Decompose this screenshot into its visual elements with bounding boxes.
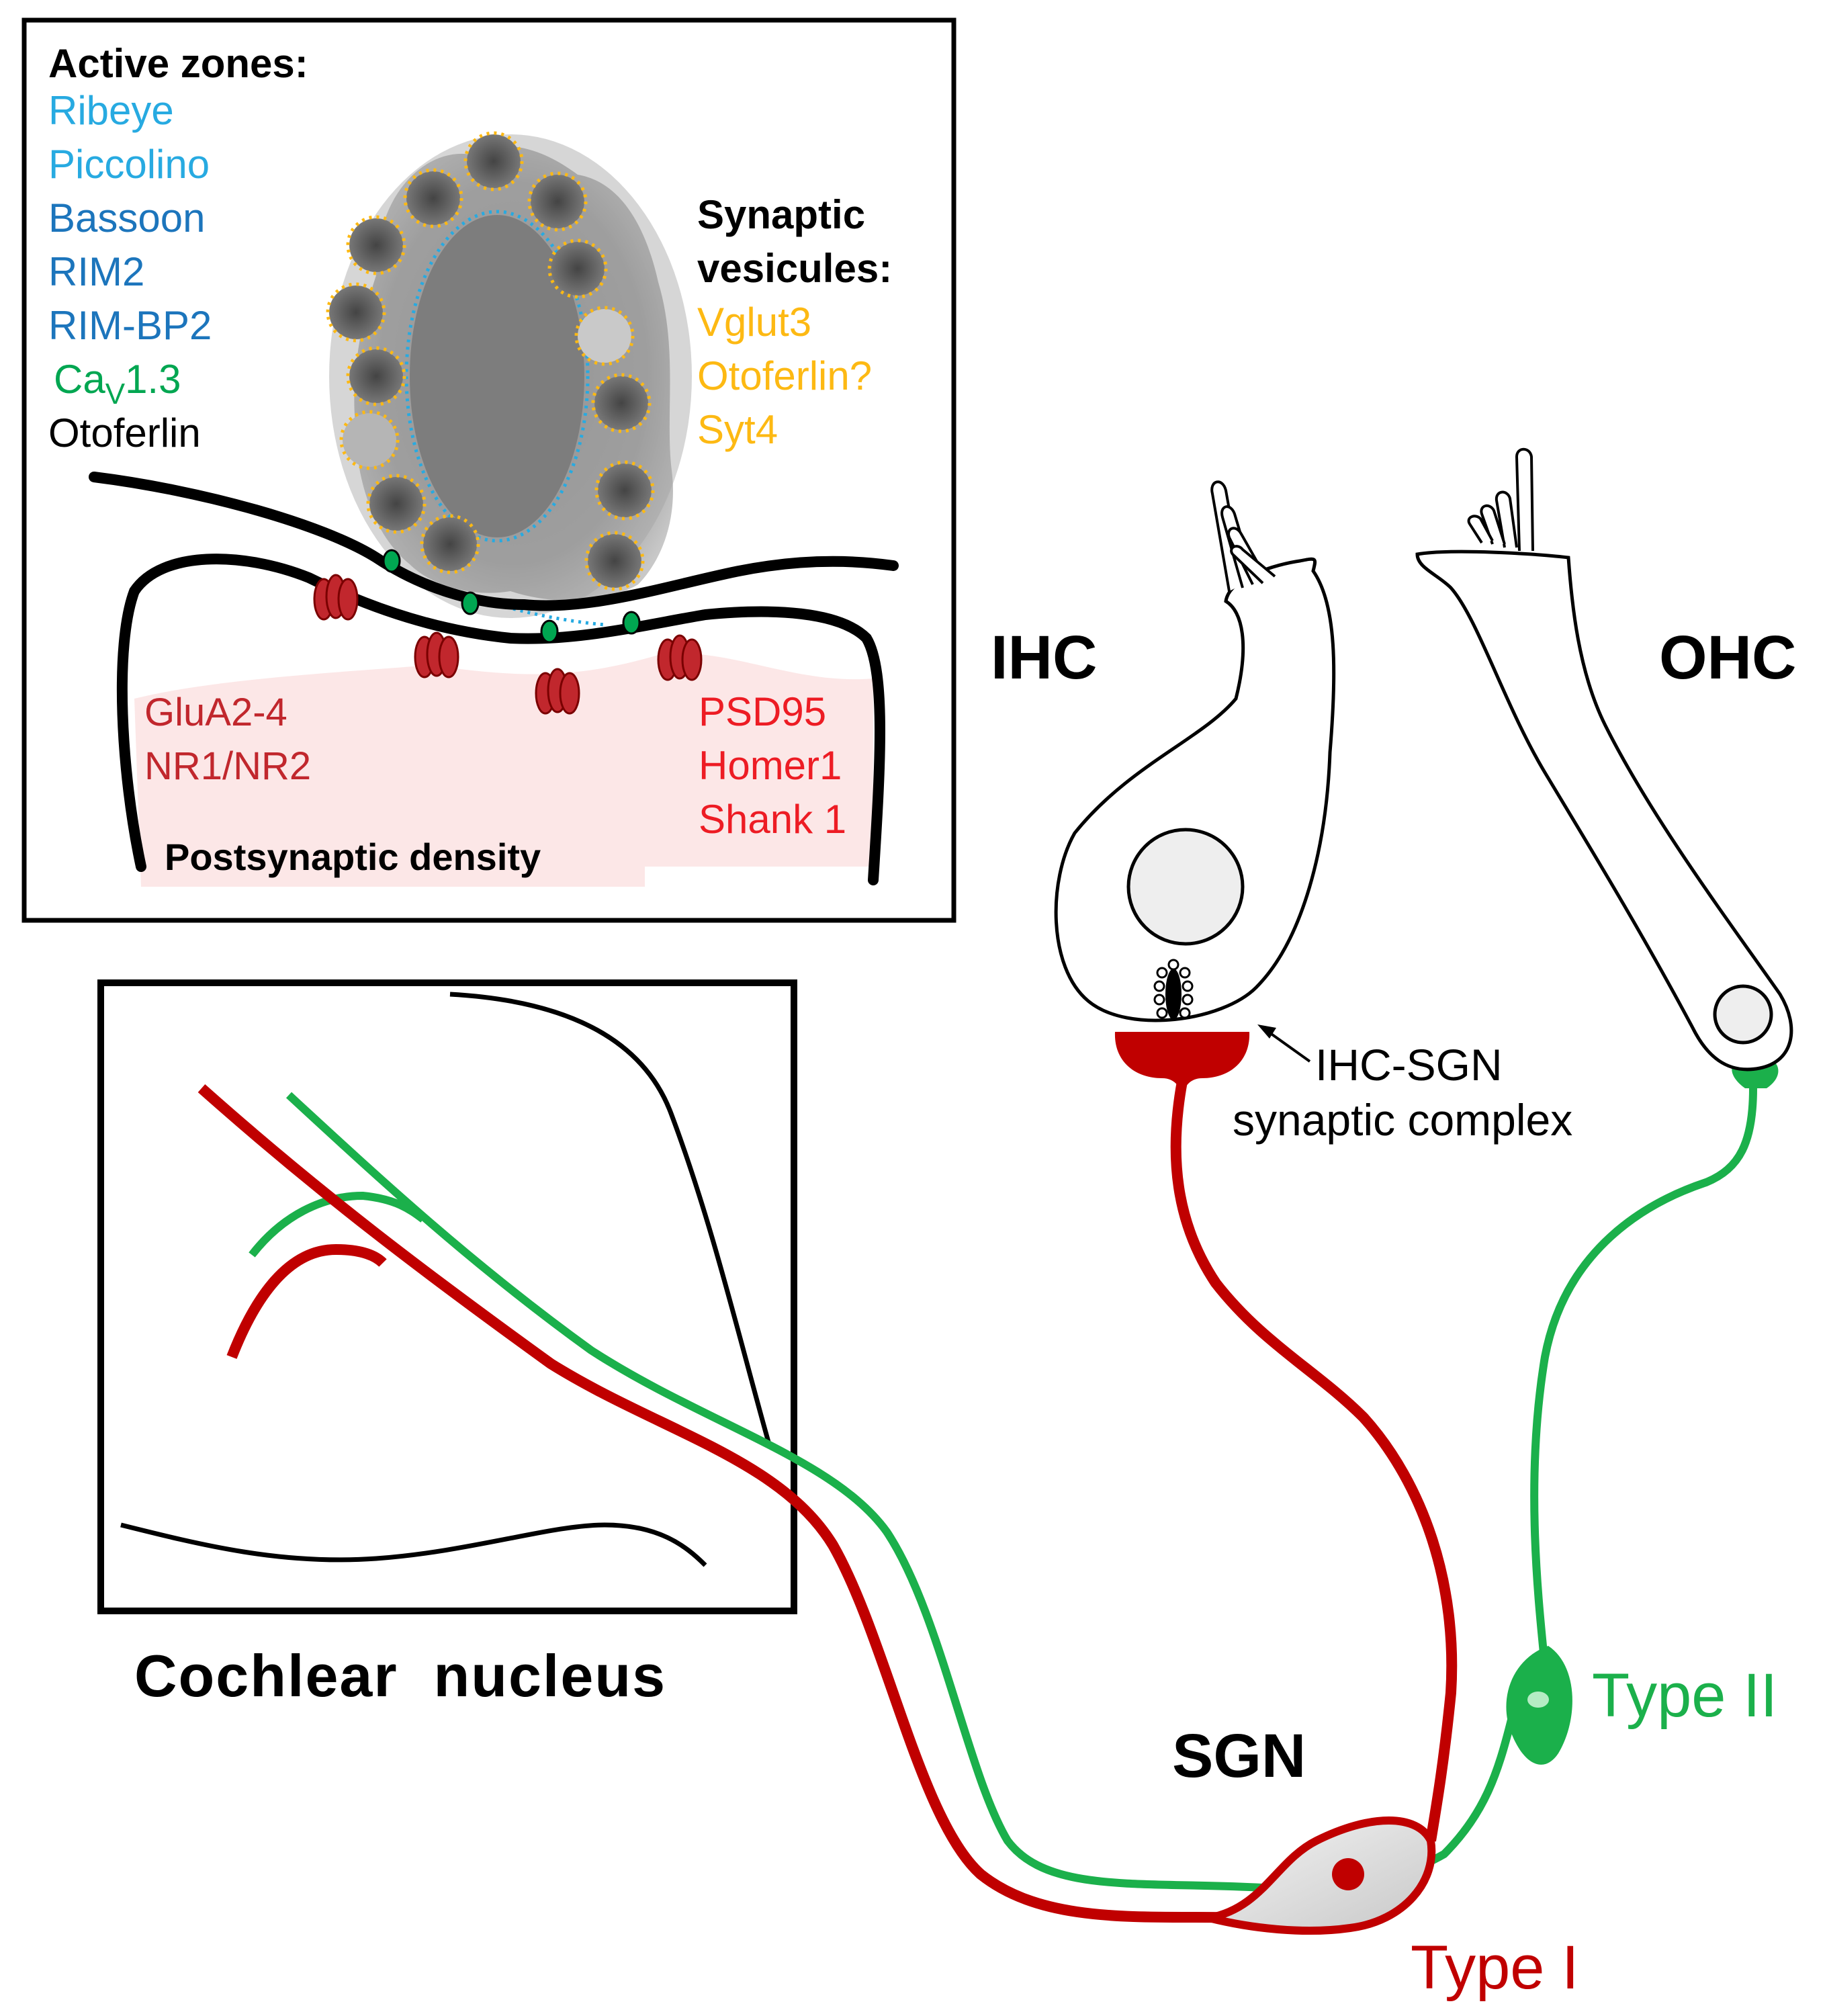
ihc-nucleus <box>1126 828 1245 946</box>
cochlear-nucleus-frame <box>97 979 797 1614</box>
type-i-terminal-bouton <box>1114 1032 1250 1102</box>
synaptic-complex-callout: IHC-SGN synaptic complex <box>1233 1024 1572 1145</box>
synaptic-vesicles <box>326 131 655 591</box>
receptor-item: GluA2-4 <box>144 691 287 734</box>
active-zone-item: Otoferlin <box>48 410 201 455</box>
ohc-label: OHC <box>1659 623 1796 692</box>
type-ii-central-axon <box>285 1092 1515 1892</box>
inner-hair-cell: IHC <box>991 480 1336 1022</box>
active-zone-item: Piccolino <box>48 142 210 187</box>
cav13-channels <box>382 549 641 644</box>
postsynaptic-membrane <box>116 554 885 885</box>
vesicle-item: Syt4 <box>697 407 778 452</box>
ribbon-core <box>410 215 584 537</box>
nucleus-floor-curve <box>120 1522 707 1567</box>
cochlear-nucleus-label: Cochlear nucleus <box>134 1642 666 1709</box>
receptor-cluster <box>313 574 359 621</box>
receptor-cluster <box>535 668 580 715</box>
complex-label-line1: IHC-SGN <box>1315 1040 1503 1090</box>
vesicle-item: Otoferlin? <box>697 353 872 398</box>
type-ii-nucleus <box>1527 1692 1549 1708</box>
active-zone-item: RIM2 <box>48 249 144 294</box>
type-i-collateral <box>226 1243 387 1359</box>
type-i-neuron: Type I <box>197 1032 1579 2002</box>
active-zone-item: Bassoon <box>48 195 206 240</box>
synapse-inset: Active zones: Ribeye Piccolino Bassoon R… <box>21 17 956 923</box>
receptor-cluster <box>657 634 703 681</box>
type-i-label: Type I <box>1411 1933 1579 2002</box>
callout-arrowhead <box>1257 1024 1276 1039</box>
receptor-item: NR1/NR2 <box>144 744 311 788</box>
type-ii-label: Type II <box>1592 1661 1777 1730</box>
type-i-central-axon <box>197 1084 1250 1923</box>
scaffold-item: PSD95 <box>699 689 826 734</box>
type-i-peripheral-fiber <box>1170 1080 1458 1842</box>
active-zone-item: Ribeye <box>48 88 174 133</box>
scaffold-item: Shank 1 <box>699 797 846 842</box>
postsynaptic-density-region <box>134 653 873 887</box>
ohc-nucleus <box>1713 984 1773 1045</box>
complex-label-line2: synaptic complex <box>1233 1095 1572 1145</box>
ihc-ribbon-synapse <box>1153 959 1194 1020</box>
postsynaptic-density-label: Postsynaptic density <box>165 836 541 878</box>
type-i-nucleus <box>1332 1858 1364 1890</box>
active-zone-item: RIM-BP2 <box>48 303 212 348</box>
active-zones-title: Active zones: <box>48 41 308 86</box>
sgn-label: SGN <box>1172 1722 1306 1790</box>
receptor-cluster <box>414 631 459 678</box>
type-ii-peripheral-fiber <box>1530 1088 1757 1667</box>
presynaptic-membrane <box>89 472 899 611</box>
ribbon-anchor-outline <box>456 589 605 627</box>
ihc-body <box>1054 557 1336 1022</box>
ihc-label: IHC <box>991 623 1097 692</box>
scaffold-item: Homer1 <box>699 743 842 788</box>
vesicle-item: Vglut3 <box>697 300 811 345</box>
ribbon-outline <box>404 210 590 543</box>
ohc-stereocilia <box>1467 447 1534 552</box>
cochlear-nucleus-box: Cochlear nucleus <box>97 979 797 1709</box>
type-ii-collateral <box>249 1191 426 1258</box>
cav13-label: CaV1.3 <box>54 357 181 410</box>
vesicles-title-line1: Synaptic <box>697 192 865 237</box>
outer-hair-cell: OHC <box>1415 447 1796 1071</box>
nucleus-boundary-curve <box>449 992 772 1445</box>
type-ii-neuron: Type II <box>249 1055 1779 1892</box>
glutamate-receptors <box>313 574 703 715</box>
ihc-stereocilia <box>1210 480 1276 592</box>
type-i-soma <box>1208 1816 1436 1935</box>
vesicles-title-line2: vesicules: <box>697 246 892 291</box>
ohc-body <box>1415 550 1793 1071</box>
